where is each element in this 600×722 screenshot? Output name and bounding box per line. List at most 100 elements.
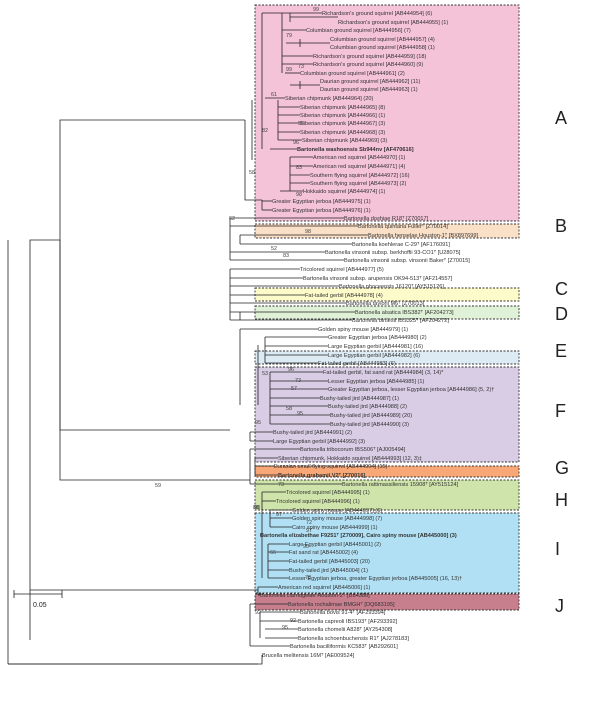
bootstrap-value: 73 <box>295 378 301 384</box>
group-label-f: F <box>555 401 566 421</box>
taxon-label: Bartonella alsatica IBS382ᵀ [AF204273] <box>355 309 454 316</box>
taxon-label: American red squirrel [AB445006] (1) <box>278 585 370 591</box>
taxon-label: Large Egyptian gerbil [AB444981] (16) <box>328 344 423 350</box>
taxon-label: Bartonella rattimassiliensis 15908ᵀ [AY5… <box>342 481 459 488</box>
taxon-label: Golden spiny mouse [AB444998] (7) <box>292 516 382 522</box>
group-box-h <box>254 479 520 511</box>
group-label-b: B <box>555 216 567 236</box>
taxon-label: American red squirrel [AB444971] (4) <box>313 164 405 170</box>
taxon-label: Bushy-tailed jird [AB444990] (3) <box>330 422 409 428</box>
bootstrap-value: 95 <box>282 625 288 631</box>
taxon-label: Bushy-tailed jird [AB445004] (1) <box>289 568 368 574</box>
taxon-label: Fat-tailed gerbil [AB445003] (20) <box>289 559 370 565</box>
taxon-label: Large Egyptian gerbil [AB445001] (2) <box>289 542 381 548</box>
taxon-label: Bartonella vinsonii subsp. vinsonii Bake… <box>344 257 470 264</box>
taxon-label: Lesser Egyptian jerboa [AB444985] (1) <box>328 379 425 385</box>
taxon-label: Bushy-tailed jird [AB444988] (2) <box>328 404 407 410</box>
bootstrap-value: 72 <box>306 520 312 526</box>
bootstrap-value: 96 <box>293 140 299 146</box>
tree-branch <box>244 120 262 201</box>
bootstrap-value: 90 <box>303 544 309 550</box>
taxon-label: Fat sand rat [AB445002] (4) <box>289 550 358 556</box>
bootstrap-value: 95 <box>297 411 303 417</box>
group-label-j: J <box>555 596 564 616</box>
taxon-label: Fat-tailed gerbil, fat sand rat [AB44498… <box>323 370 444 376</box>
bootstrap-value: 61 <box>271 92 277 98</box>
bootstrap-value: 99 <box>286 67 292 73</box>
group-label-a: A <box>555 108 567 128</box>
taxon-label: Siberian chipmunk [AB444966] (1) <box>300 113 385 119</box>
taxon-label: Siberian chipmunk, Hokkaido squirrel [AB… <box>278 456 422 462</box>
tree-branch <box>29 239 60 590</box>
taxon-label: American red squirrel [AB444970] (1) <box>313 155 405 161</box>
taxon-label: Tricolored squirrel [AB444995] (1) <box>286 490 370 496</box>
taxon-label: Bartonella taylorii M6ᵀ [Z70013] <box>346 300 425 307</box>
bootstrap-value: 73 <box>278 482 284 488</box>
taxon-label: Bartonella chomelii A828ᵀ [AY254308] <box>298 626 393 633</box>
bootstrap-value: 98 <box>298 121 304 127</box>
taxon-label: Lesser Egyptian jerboa, greater Egyptian… <box>289 576 462 582</box>
taxon-label: Bartonella henselae Houston-1ᵀ [BX897699… <box>368 232 478 239</box>
taxon-label: Bartonella vinsonii subsp. arupensis OK9… <box>303 275 453 282</box>
taxon-label: Fat-tailed gerbil [AB444978] (4) <box>305 293 383 299</box>
tree-branch <box>59 119 245 240</box>
taxon-label: Siberian chipmunk [AB444969] (3) <box>302 138 387 144</box>
taxon-label: Brucella melitensis 16Mᵀ [AE009524] <box>262 652 355 659</box>
bootstrap-value: 97 <box>306 528 312 534</box>
scale-bar <box>13 590 63 598</box>
bootstrap-value: 88 <box>253 505 259 511</box>
taxon-label: Bushy-tailed jird [AB444987] (1) <box>320 396 399 402</box>
taxon-label: Daurian ground squirrel [AB444963] (1) <box>320 87 418 93</box>
group-box-e <box>254 350 520 365</box>
group-box-c <box>254 287 520 302</box>
group-box-i <box>254 512 520 594</box>
bootstrap-value: 53 <box>262 371 268 377</box>
bootstrap-value: 98 <box>305 229 311 235</box>
taxon-label: Cairo spiny mouse [AB444999] (1) <box>292 525 378 531</box>
taxon-label: Bartonella vinsonii subsp. berkhoffii 93… <box>325 249 461 256</box>
taxon-label: Fat-tailed gerbil [AB444983] (6) <box>318 361 396 367</box>
taxon-label: Bartonella birtlesii IBS325ᵀ [AF204272] <box>352 317 449 324</box>
taxon-label: Greater Egyptian jerboa [AB444976] (1) <box>272 208 371 214</box>
bootstrap-value: 92 <box>290 618 296 624</box>
group-label-d: D <box>555 304 568 324</box>
group-box-d <box>254 305 520 320</box>
taxon-label: Greater Egyptian jerboa [AB444975] (1) <box>272 199 371 205</box>
taxon-label: Bartonella grahamii V2ᵀ [Z70016] <box>278 472 365 479</box>
group-box-f <box>254 366 520 463</box>
taxon-label: Southern flying squirrel [AB444973] (2) <box>310 181 407 187</box>
bootstrap-value: 83 <box>283 253 289 259</box>
taxon-label: Bartonella doshiae R18ᵀ [Z70017] <box>344 215 429 222</box>
taxon-label: Daurian ground squirrel [AB444962] (11) <box>320 79 420 85</box>
taxon-label: Bartonella koehlerae C-29ᵀ [AF176091] <box>352 241 450 248</box>
bootstrap-value: 95 <box>255 420 261 426</box>
bootstrap-value: 92 <box>255 610 261 616</box>
taxon-label: Bartonella schoenbuchensis R1ᵀ [AJ278183… <box>298 635 409 642</box>
bootstrap-value: 82 <box>262 128 268 134</box>
taxon-label: Siberian chipmunk [AB444967] (3) <box>300 121 385 127</box>
bootstrap-value: 62 <box>229 216 235 222</box>
taxon-label: Greater Egyptian jerboa, lesser Egyptian… <box>328 387 494 393</box>
taxon-label: Richardson's ground squirrel [AB444955] … <box>338 20 448 26</box>
taxon-label: Bushy-tailed jird [AB444991] (2) <box>273 430 352 436</box>
bootstrap-value: 98 <box>296 192 302 198</box>
taxon-label: Large Egyptian gerbil [AB444992] (3) <box>273 439 365 445</box>
taxon-label: Bartonella quintana Fullerᵀ [Z70014] <box>358 223 448 230</box>
taxon-label: Bartonella clarridgeiae Houston-2ᵀ [U843… <box>260 592 370 599</box>
taxon-label: Richardson's ground squirrel [AB444954] … <box>322 11 432 17</box>
bootstrap-value: 57 <box>291 386 297 392</box>
taxon-label: Bartonella tribocorum IBS506ᵀ [AJ005494] <box>300 446 406 453</box>
taxon-label: Siberian chipmunk [AB444965] (8) <box>300 105 385 111</box>
taxon-label: Tricolored squirrel [AB444977] (5) <box>300 267 384 273</box>
bootstrap-value: 73 <box>298 64 304 70</box>
taxon-label: Hokkaido squirrel [AB444974] (1) <box>303 189 386 195</box>
bootstrap-value: 79 <box>286 33 292 39</box>
taxon-label: Columbian ground squirrel [AB444961] (2) <box>300 71 405 77</box>
taxon-label: Tricolored squirrel [AB444996] (1) <box>276 499 360 505</box>
taxon-label: Siberian chipmunk [AB444964] (20) <box>285 96 373 102</box>
taxon-label: Bartonella capreoli IBS193ᵀ [AF293392] <box>298 618 398 625</box>
bootstrap-value: 66 <box>270 550 276 556</box>
taxon-label: Golden spiny mouse [AB444997] (6) <box>292 508 382 514</box>
scale-bar-label: 0.05 <box>33 602 47 609</box>
